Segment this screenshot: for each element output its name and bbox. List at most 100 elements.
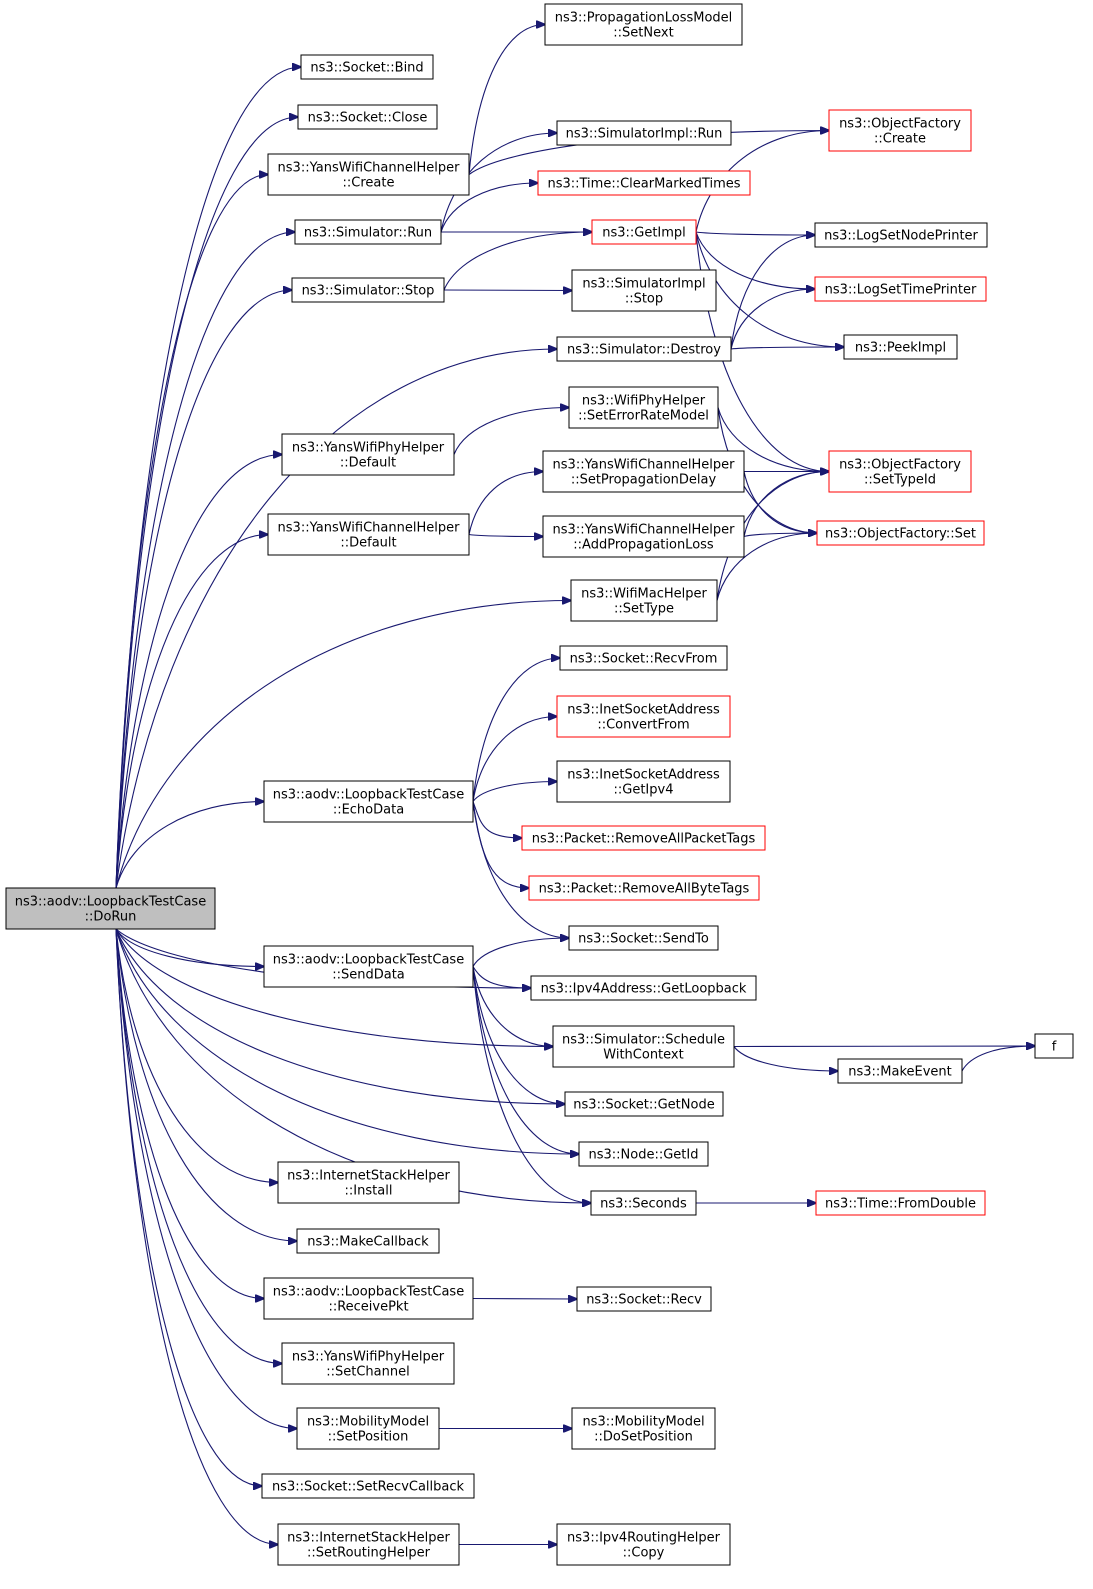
node-ych-create[interactable]: ns3::YansWifiChannelHelper::Create — [267, 153, 470, 196]
node-echo-data[interactable]: ns3::aodv::LoopbackTestCase::EchoData — [263, 780, 474, 823]
node-box[interactable] — [559, 645, 728, 671]
node-box[interactable] — [814, 222, 988, 248]
node-send-to[interactable]: ns3::Socket::SendTo — [568, 925, 719, 951]
node-box[interactable] — [277, 1161, 460, 1204]
node-box[interactable] — [277, 1523, 460, 1566]
node-box[interactable] — [556, 1523, 731, 1566]
node-get-loopback[interactable]: ns3::Ipv4Address::GetLoopback — [530, 975, 757, 1001]
node-box[interactable] — [291, 277, 445, 303]
node-f[interactable]: f — [1034, 1033, 1074, 1059]
node-bind[interactable]: ns3::Socket::Bind — [300, 54, 434, 80]
node-remove-byte-tags[interactable]: ns3::Packet::RemoveAllByteTags — [528, 875, 760, 901]
node-set-recv-callback[interactable]: ns3::Socket::SetRecvCallback — [261, 1473, 475, 1499]
node-mm-do-set-position[interactable]: ns3::MobilityModel::DoSetPosition — [571, 1407, 716, 1450]
node-box[interactable] — [263, 1277, 474, 1320]
node-box[interactable] — [837, 1058, 963, 1084]
node-irh-copy[interactable]: ns3::Ipv4RoutingHelper::Copy — [556, 1523, 731, 1566]
node-box[interactable] — [5, 887, 216, 930]
node-box[interactable] — [571, 269, 717, 312]
node-ych-set-prop-delay[interactable]: ns3::YansWifiChannelHelper::SetPropagati… — [542, 450, 745, 493]
node-sim-destroy[interactable]: ns3::Simulator::Destroy — [556, 336, 732, 362]
node-ywph-set-channel[interactable]: ns3::YansWifiPhyHelper::SetChannel — [281, 1342, 455, 1385]
node-ywph-default[interactable]: ns3::YansWifiPhyHelper::Default — [281, 433, 455, 476]
node-box[interactable] — [556, 695, 731, 738]
node-sim-stop[interactable]: ns3::Simulator::Stop — [291, 277, 445, 303]
node-ish-install[interactable]: ns3::InternetStackHelper::Install — [277, 1161, 460, 1204]
node-get-node[interactable]: ns3::Socket::GetNode — [564, 1091, 724, 1117]
node-log-set-time-printer[interactable]: ns3::LogSetTimePrinter — [814, 276, 987, 302]
node-sim-impl-stop[interactable]: ns3::SimulatorImpl::Stop — [571, 269, 717, 312]
node-seconds[interactable]: ns3::Seconds — [590, 1190, 697, 1216]
node-box[interactable] — [568, 925, 719, 951]
node-box[interactable] — [556, 760, 731, 803]
node-box[interactable] — [1034, 1033, 1074, 1059]
node-box[interactable] — [521, 825, 766, 851]
node-box[interactable] — [590, 1190, 697, 1216]
node-sim-run[interactable]: ns3::Simulator::Run — [294, 219, 442, 245]
node-clear-marked[interactable]: ns3::Time::ClearMarkedTimes — [537, 170, 751, 196]
node-box[interactable] — [267, 153, 470, 196]
node-box[interactable] — [530, 975, 757, 1001]
node-of-set-type-id[interactable]: ns3::ObjectFactory::SetTypeId — [828, 450, 972, 493]
node-box[interactable] — [297, 104, 438, 130]
node-box[interactable] — [542, 515, 745, 558]
node-box[interactable] — [828, 109, 972, 152]
node-box[interactable] — [263, 780, 474, 823]
node-close[interactable]: ns3::Socket::Close — [297, 104, 438, 130]
node-make-event[interactable]: ns3::MakeEvent — [837, 1058, 963, 1084]
node-box[interactable] — [263, 945, 474, 988]
node-get-ipv4[interactable]: ns3::InetSocketAddress::GetIpv4 — [556, 760, 731, 803]
node-receive-pkt[interactable]: ns3::aodv::LoopbackTestCase::ReceivePkt — [263, 1277, 474, 1320]
node-box[interactable] — [576, 1286, 712, 1312]
node-box[interactable] — [591, 219, 697, 245]
node-from-double[interactable]: ns3::Time::FromDouble — [815, 1190, 986, 1216]
node-plm-set-next[interactable]: ns3::PropagationLossModel::SetNext — [544, 3, 743, 46]
node-box[interactable] — [296, 1407, 440, 1450]
node-box[interactable] — [552, 1025, 735, 1068]
node-remove-packet-tags[interactable]: ns3::Packet::RemoveAllPacketTags — [521, 825, 766, 851]
node-box[interactable] — [828, 450, 972, 493]
node-make-callback[interactable]: ns3::MakeCallback — [296, 1228, 440, 1254]
node-box[interactable] — [843, 334, 958, 360]
node-box[interactable] — [542, 450, 745, 493]
node-box[interactable] — [816, 520, 985, 546]
node-box[interactable] — [528, 875, 760, 901]
node-box[interactable] — [570, 579, 718, 622]
node-box[interactable] — [814, 276, 987, 302]
node-get-impl[interactable]: ns3::GetImpl — [591, 219, 697, 245]
node-socket-recv[interactable]: ns3::Socket::Recv — [576, 1286, 712, 1312]
node-of-set[interactable]: ns3::ObjectFactory::Set — [816, 520, 985, 546]
node-box[interactable] — [300, 54, 434, 80]
node-recv-from[interactable]: ns3::Socket::RecvFrom — [559, 645, 728, 671]
node-send-data[interactable]: ns3::aodv::LoopbackTestCase::SendData — [263, 945, 474, 988]
node-box[interactable] — [294, 219, 442, 245]
node-node-get-id[interactable]: ns3::Node::GetId — [578, 1141, 709, 1167]
node-convert-from[interactable]: ns3::InetSocketAddress::ConvertFrom — [556, 695, 731, 738]
node-ych-add-prop-loss[interactable]: ns3::YansWifiChannelHelper::AddPropagati… — [542, 515, 745, 558]
node-box[interactable] — [556, 120, 732, 146]
node-box[interactable] — [544, 3, 743, 46]
node-box[interactable] — [281, 1342, 455, 1385]
node-wmh-set-type[interactable]: ns3::WifiMacHelper::SetType — [570, 579, 718, 622]
node-box[interactable] — [564, 1091, 724, 1117]
node-box[interactable] — [815, 1190, 986, 1216]
node-log-set-node-printer[interactable]: ns3::LogSetNodePrinter — [814, 222, 988, 248]
node-box[interactable] — [261, 1473, 475, 1499]
node-root[interactable]: ns3::aodv::LoopbackTestCase::DoRun — [5, 887, 216, 930]
node-mm-set-position[interactable]: ns3::MobilityModel::SetPosition — [296, 1407, 440, 1450]
node-wph-set-error[interactable]: ns3::WifiPhyHelper::SetErrorRateModel — [568, 386, 719, 429]
node-box[interactable] — [578, 1141, 709, 1167]
node-box[interactable] — [267, 513, 470, 556]
node-box[interactable] — [568, 386, 719, 429]
node-box[interactable] — [296, 1228, 440, 1254]
node-box[interactable] — [537, 170, 751, 196]
node-sim-impl-run[interactable]: ns3::SimulatorImpl::Run — [556, 120, 732, 146]
node-box[interactable] — [281, 433, 455, 476]
node-ych-default[interactable]: ns3::YansWifiChannelHelper::Default — [267, 513, 470, 556]
node-peek-impl[interactable]: ns3::PeekImpl — [843, 334, 958, 360]
node-ish-set-routing[interactable]: ns3::InternetStackHelper::SetRoutingHelp… — [277, 1523, 460, 1566]
node-of-create[interactable]: ns3::ObjectFactory::Create — [828, 109, 972, 152]
node-box[interactable] — [556, 336, 732, 362]
node-box[interactable] — [571, 1407, 716, 1450]
